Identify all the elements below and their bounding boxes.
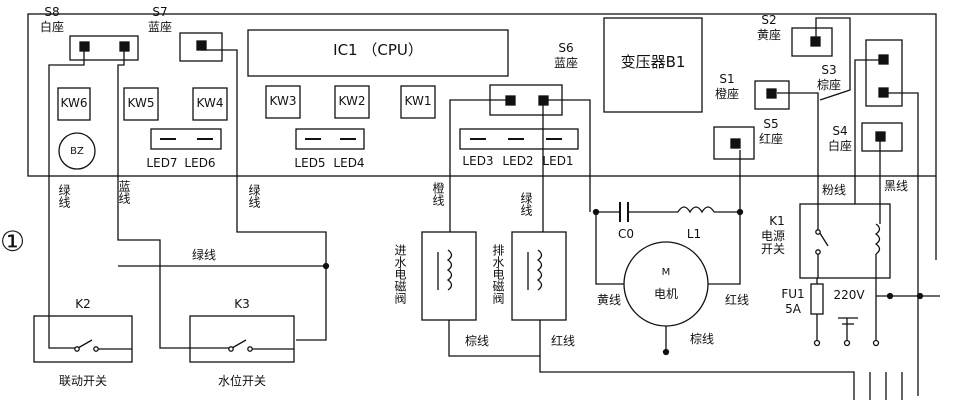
- led1-label: LED1: [542, 154, 574, 168]
- wire-green-3: 绿线: [519, 192, 533, 216]
- led7-label: LED7: [146, 156, 178, 170]
- key-kw4: [192, 87, 228, 121]
- socket-s4: [861, 122, 903, 152]
- key-kw6: [57, 87, 91, 121]
- supply-label: 220V: [833, 288, 865, 302]
- capacitor-label: C0: [617, 227, 635, 241]
- buzzer-label: BZ: [70, 146, 84, 157]
- key-kw5: [123, 87, 159, 121]
- led-group-3: [459, 128, 579, 150]
- ic1-label: IC1 （CPU）: [333, 41, 423, 59]
- socket-s3-label: 棕座: [816, 78, 842, 92]
- key-kw3: [265, 85, 301, 119]
- wiring: [33, 17, 940, 400]
- socket-s5-label: 红座: [758, 132, 784, 146]
- k1-switch: [799, 203, 891, 279]
- socket-s3: [865, 39, 903, 107]
- wire-brown-1: 棕线: [465, 334, 490, 348]
- key-kw3-label: KW3: [269, 94, 297, 108]
- motor-label: 电机: [653, 287, 679, 301]
- socket-s1-name: S1: [719, 72, 735, 86]
- socket-s3-name: S3: [821, 63, 837, 77]
- k1-label: 电源开关: [761, 229, 786, 256]
- wire-pink: 粉线: [822, 183, 847, 197]
- wire-yellow: 黄线: [597, 293, 622, 307]
- socket-s8-label: 白座: [39, 20, 65, 34]
- led4-label: LED4: [333, 156, 365, 170]
- figure-number: ①: [0, 225, 26, 258]
- transformer-box: [603, 17, 703, 113]
- key-kw1-label: KW1: [404, 94, 432, 108]
- socket-s8-name: S8: [44, 5, 60, 19]
- drain-valve-label: 排水电磁阀: [491, 244, 505, 304]
- key-kw5-label: KW5: [127, 96, 155, 110]
- buzzer: [58, 132, 96, 170]
- drain-valve: [511, 231, 567, 321]
- k3-name: K3: [234, 297, 250, 311]
- inlet-valve-label: 进水电磁阀: [393, 244, 407, 304]
- wire-green-2: 绿线: [247, 184, 261, 208]
- socket-s4-name: S4: [832, 124, 848, 138]
- ic1-box: [247, 29, 509, 77]
- led5-label: LED5: [294, 156, 326, 170]
- socket-s2-name: S2: [761, 13, 777, 27]
- socket-s5: [713, 126, 755, 160]
- k1-name: K1: [769, 214, 785, 228]
- led2-label: LED2: [502, 154, 534, 168]
- fuse-name: FU1: [781, 287, 805, 301]
- led-group-1: [150, 128, 222, 150]
- socket-s1-label: 橙座: [714, 87, 740, 101]
- key-kw6-label: KW6: [60, 96, 88, 110]
- socket-s1: [754, 80, 790, 110]
- wire-green-1: 绿线: [57, 184, 71, 208]
- motor: [623, 241, 709, 327]
- socket-s4-label: 白座: [827, 139, 853, 153]
- fuse: [810, 283, 824, 315]
- socket-s6-name: S6: [558, 41, 574, 55]
- led-group-2: [295, 128, 365, 150]
- wire-orange: 橙线: [431, 182, 445, 206]
- socket-s8: [69, 35, 139, 61]
- key-kw4-label: KW4: [196, 96, 224, 110]
- k3-label: 水位开关: [217, 374, 267, 388]
- led6-label: LED6: [184, 156, 216, 170]
- key-kw2: [334, 85, 370, 119]
- led3-label: LED3: [462, 154, 494, 168]
- k2-label: 联动开关: [58, 374, 108, 388]
- inlet-valve: [421, 231, 477, 321]
- key-kw2-label: KW2: [338, 94, 366, 108]
- wire-blue: 蓝线: [117, 180, 131, 204]
- socket-s2: [791, 27, 833, 57]
- fuse-rating: 5A: [785, 302, 801, 316]
- socket-s7-label: 蓝座: [147, 20, 173, 34]
- socket-s5-name: S5: [763, 117, 779, 131]
- inductor-label: L1: [686, 227, 702, 241]
- wire-red-1: 红线: [725, 293, 750, 307]
- wire-green-mid: 绿线: [192, 248, 217, 262]
- socket-s7: [179, 32, 223, 62]
- socket-s2-label: 黄座: [756, 28, 782, 42]
- wire-black: 黑线: [884, 179, 909, 193]
- motor-symbol: M: [661, 267, 671, 278]
- k2-name: K2: [75, 297, 91, 311]
- control-board: [27, 13, 937, 177]
- transformer-label: 变压器B1: [620, 53, 686, 71]
- socket-s6-label: 蓝座: [553, 56, 579, 70]
- wire-brown-2: 棕线: [690, 332, 715, 346]
- wire-red-2: 红线: [551, 334, 576, 348]
- socket-s7-name: S7: [152, 5, 168, 19]
- key-kw1: [400, 85, 436, 119]
